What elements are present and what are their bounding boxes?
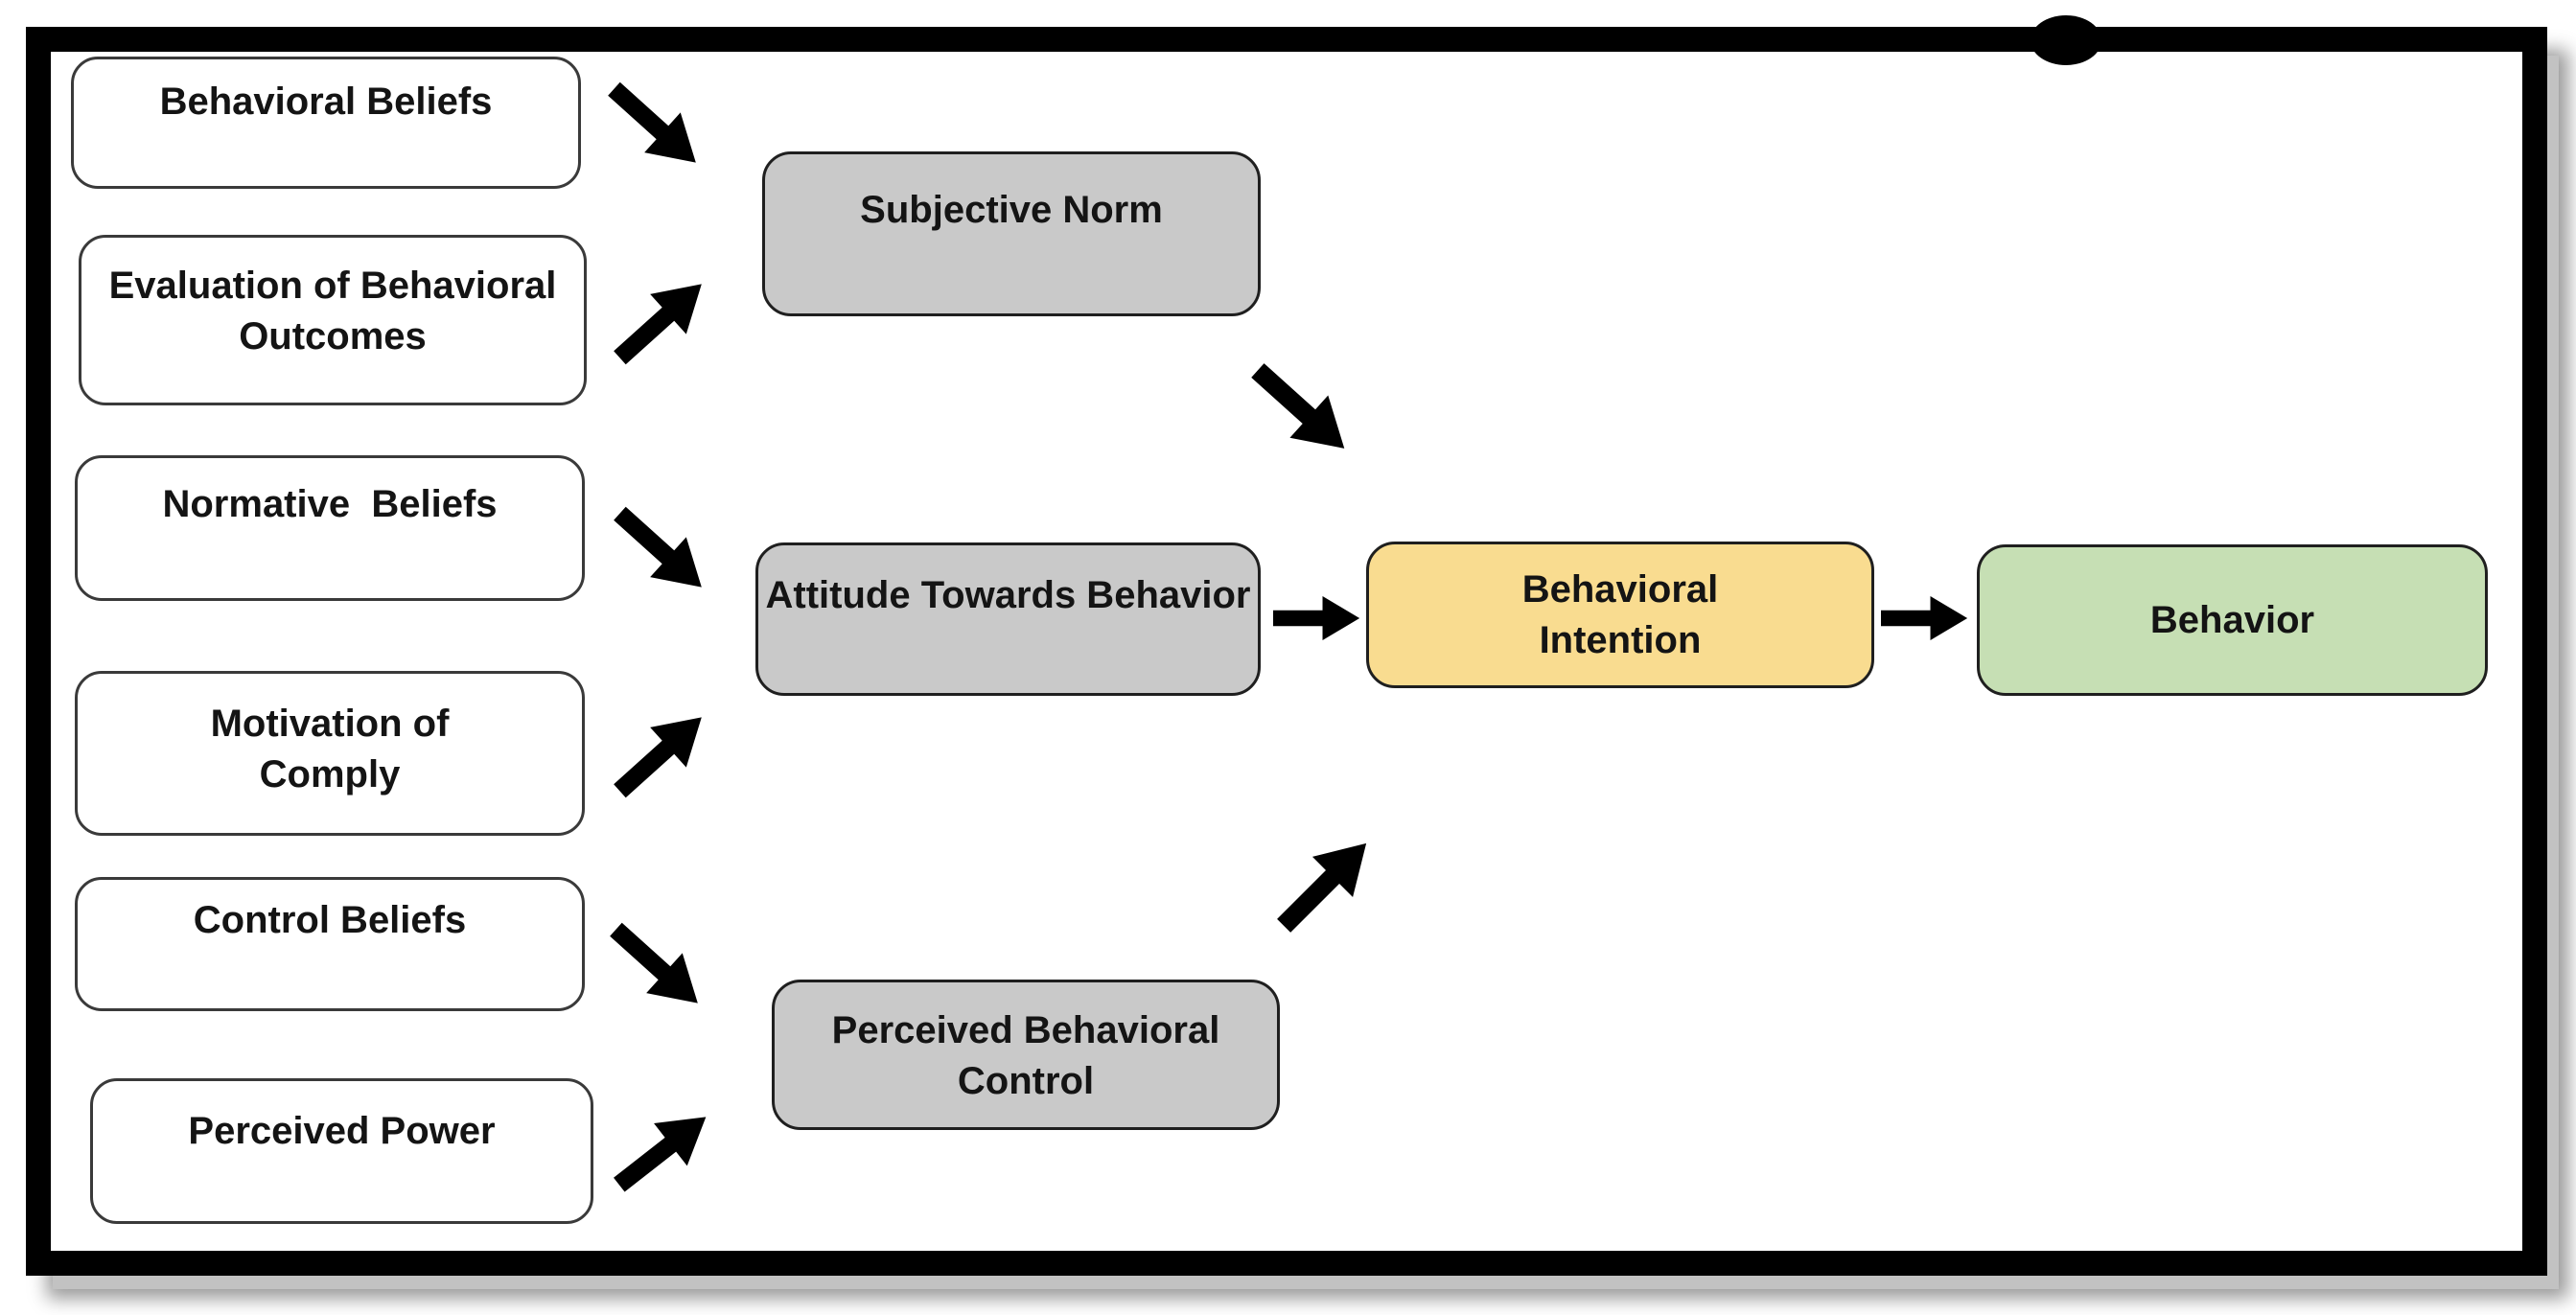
node-subjective-norm: Subjective Norm xyxy=(762,151,1261,316)
node-evaluation-of-behavioral-outcomes: Evaluation of Behavioral Outcomes xyxy=(79,235,587,405)
node-label: Perceived Power xyxy=(188,1110,496,1152)
arrow-behavioral-beliefs-to-subjective-norm-icon xyxy=(590,62,722,191)
node-label: Normative Beliefs xyxy=(162,483,498,525)
node-perceived-power: Perceived Power xyxy=(90,1078,593,1224)
arrow-normative-beliefs-to-attitude-icon xyxy=(595,487,728,615)
node-control-beliefs: Control Beliefs xyxy=(75,877,585,1011)
node-label: Behavior xyxy=(2149,598,2315,641)
node-attitude-towards-behavior: Attitude Towards Behavior xyxy=(755,542,1261,696)
node-label: Behavioral Intention xyxy=(1521,567,1719,661)
node-behavioral-beliefs: Behavioral Beliefs xyxy=(71,57,581,189)
node-normative-beliefs: Normative Beliefs xyxy=(75,455,585,601)
node-label: Attitude Towards Behavior xyxy=(765,574,1251,616)
arrow-perceived-power-to-pbc-icon xyxy=(596,1088,731,1213)
arrow-control-beliefs-to-pbc-icon xyxy=(592,903,724,1031)
node-label: Behavioral Beliefs xyxy=(159,81,493,123)
arrow-subjective-norm-to-intention-icon xyxy=(1231,341,1374,479)
arrow-intention-to-behavior-icon xyxy=(1881,591,1969,645)
arrow-evaluation-outcomes-to-subjective-norm-icon xyxy=(595,256,728,384)
node-motivation-of-comply: Motivation of Comply xyxy=(75,671,585,836)
arrow-attitude-to-intention-icon xyxy=(1273,591,1361,645)
node-label: Perceived Behavioral Control xyxy=(831,1009,1220,1102)
node-behavioral-intention: Behavioral Intention xyxy=(1366,542,1874,688)
node-label: Subjective Norm xyxy=(860,189,1163,231)
arrow-pbc-to-intention-icon xyxy=(1256,814,1396,954)
node-label: Control Beliefs xyxy=(193,899,467,941)
node-behavior: Behavior xyxy=(1977,544,2488,696)
node-label: Motivation of Comply xyxy=(210,703,450,796)
node-label: Evaluation of Behavioral Outcomes xyxy=(108,265,557,358)
node-perceived-behavioral-control: Perceived Behavioral Control xyxy=(772,980,1280,1130)
ink-blob xyxy=(2031,15,2101,65)
arrow-motivation-comply-to-attitude-icon xyxy=(595,689,728,818)
